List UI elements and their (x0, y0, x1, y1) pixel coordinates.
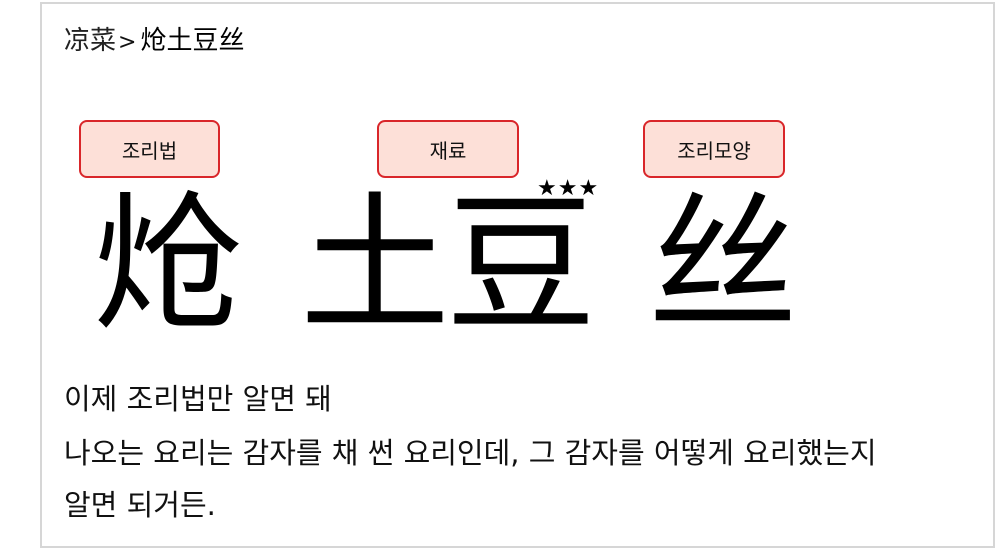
body-text-line-3: 알면 되거든. (64, 488, 216, 522)
star-rating: ★★★ (537, 176, 600, 201)
dish-character-2: 土 (300, 179, 451, 353)
breadcrumb-dish: 炝土豆丝 (140, 26, 245, 56)
breadcrumb-separator: > (118, 30, 137, 55)
content-card (40, 2, 995, 548)
body-text-line-1: 이제 조리법만 알면 돼 (64, 382, 332, 416)
dish-character-4: 丝 (648, 179, 799, 353)
dish-character-3: 豆 (446, 179, 597, 353)
tag-cut-shape: 조리모양 (643, 120, 785, 178)
body-text-line-2: 나오는 요리는 감자를 채 썬 요리인데, 그 감자를 어떻게 요리했는지 (64, 436, 877, 470)
breadcrumb-category: 凉菜 (64, 26, 117, 56)
dish-character-1: 炝 (92, 179, 243, 353)
tag-cooking-method: 조리법 (79, 120, 220, 178)
tag-ingredient: 재료 (377, 120, 519, 178)
breadcrumb: 凉菜>炝土豆丝 (64, 20, 244, 57)
